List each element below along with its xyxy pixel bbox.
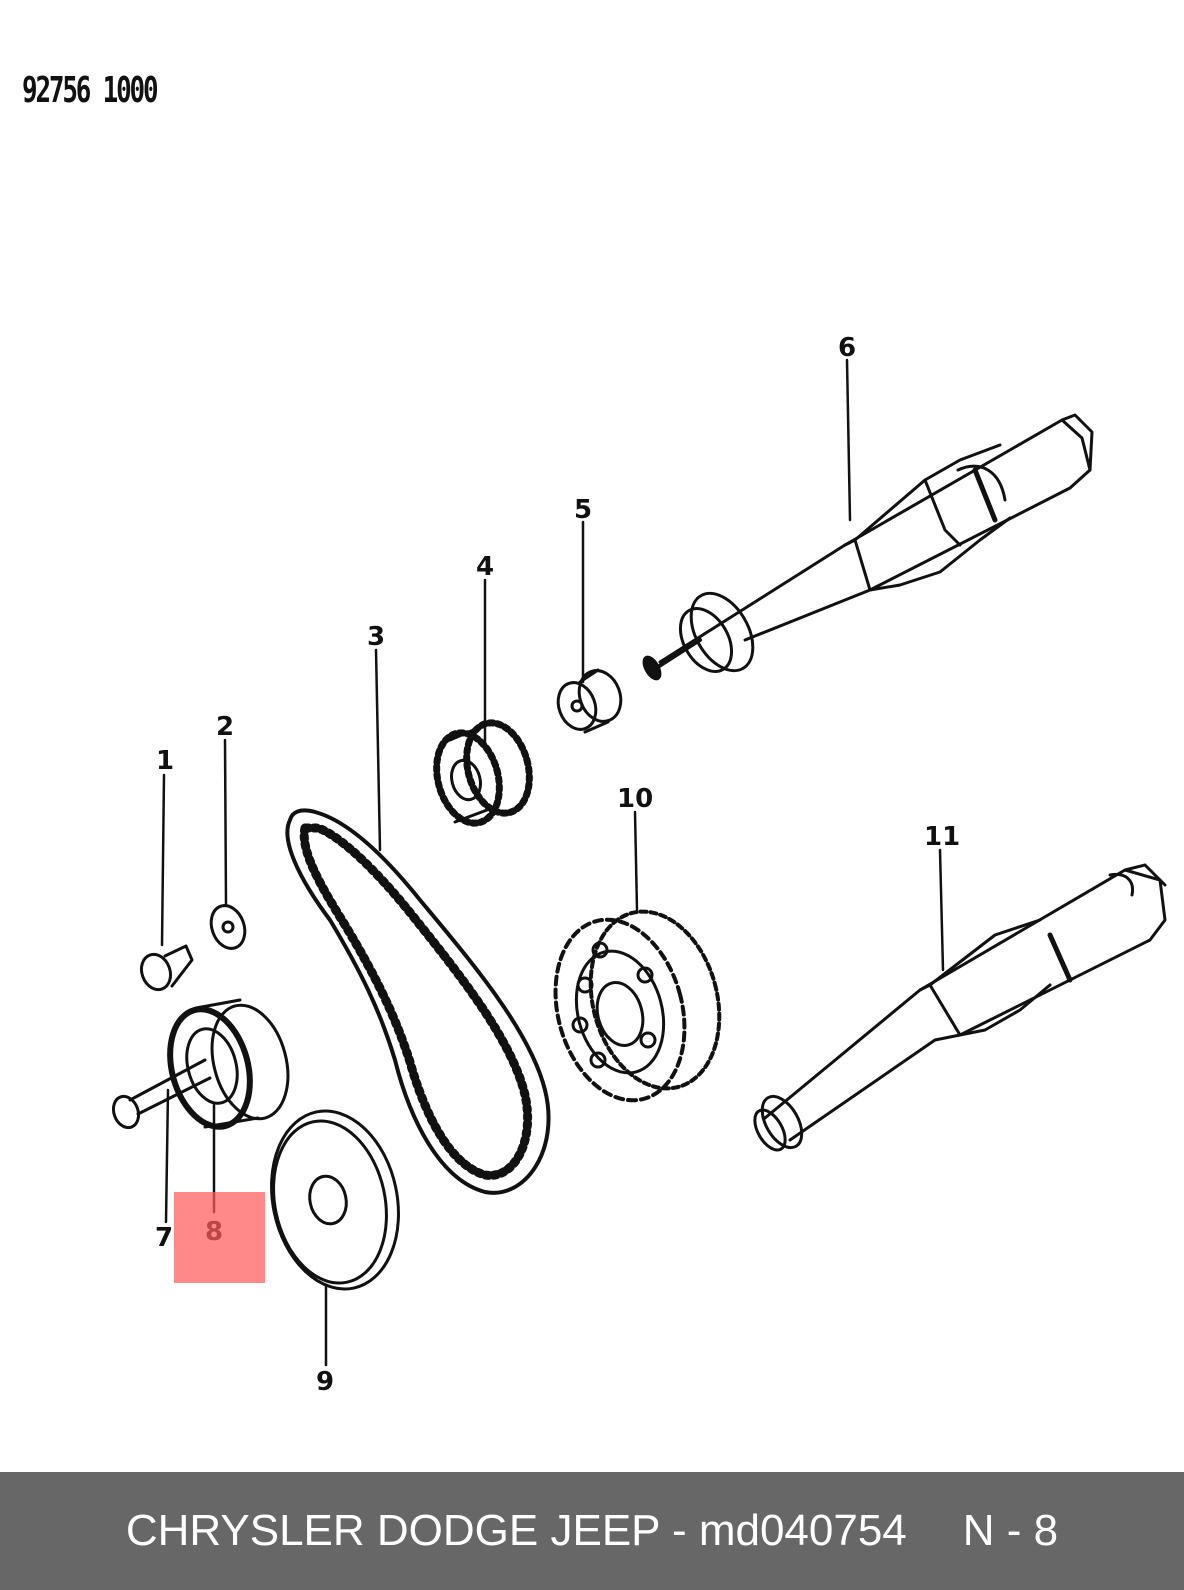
diagram-code: 92756 1000 — [22, 70, 159, 111]
callout-10: 10 — [617, 784, 653, 814]
callout-9: 9 — [316, 1367, 334, 1397]
exploded-parts-diagram: 1 2 3 4 5 6 7 8 9 10 11 — [111, 333, 1167, 1397]
part-1-bolt — [139, 944, 194, 992]
part-11-lower-shaft — [753, 863, 1167, 1152]
callout-11: 11 — [924, 822, 960, 852]
callout-7: 7 — [155, 1223, 173, 1253]
part-5-bushing — [556, 668, 623, 734]
callout-5: 5 — [574, 495, 592, 525]
leader-lines — [160, 358, 945, 1367]
footer-brand-part: CHRYSLER DODGE JEEP - md040754 — [125, 1506, 907, 1555]
callout-4: 4 — [476, 552, 494, 582]
part-3-timing-belt — [285, 808, 551, 1195]
footer-bar: CHRYSLER DODGE JEEP - md040754 N - 8 — [0, 1472, 1184, 1590]
part-8-tensioner-pulley — [167, 998, 290, 1130]
footer-page-ref: N - 8 — [962, 1506, 1059, 1555]
highlighted-part-marker — [174, 1192, 265, 1283]
callout-1: 1 — [156, 746, 174, 776]
part-7-bolt — [111, 1058, 212, 1130]
callout-2: 2 — [216, 712, 234, 742]
part-9-cover-plate — [270, 1109, 400, 1291]
part-6-upper-shaft — [642, 413, 1094, 681]
callout-3: 3 — [367, 622, 385, 652]
part-2-washer — [209, 904, 247, 950]
part-10-large-sprocket — [553, 909, 722, 1103]
callout-6: 6 — [838, 333, 856, 363]
part-4-small-sprocket — [433, 719, 533, 827]
